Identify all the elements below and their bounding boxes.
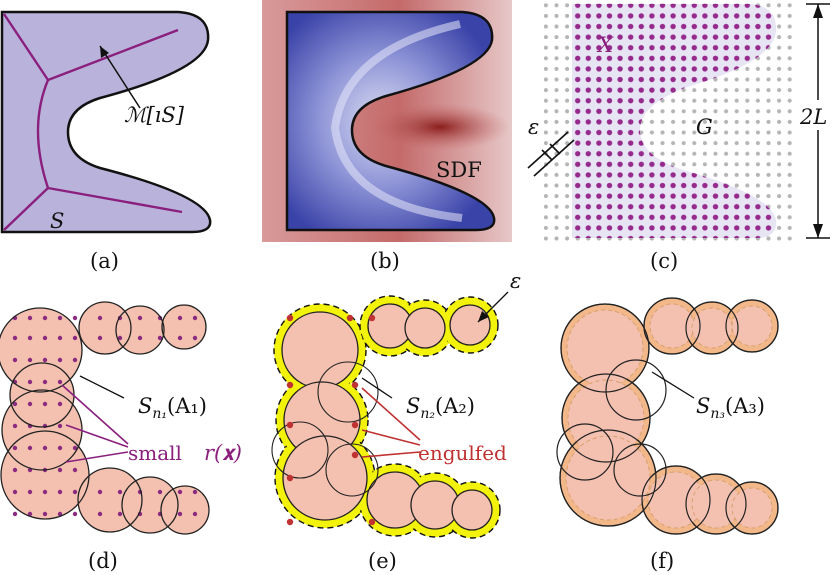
eps-label: ε [510,269,521,293]
panel-b: SDF (b) [262,0,512,273]
small-label: small [128,441,182,465]
caption-d: (d) [88,549,118,573]
spacing-label: ε [528,115,539,139]
engulfed-label: engulfed [418,441,507,465]
shape-s [0,10,212,234]
sdf-shape [285,10,496,232]
panel-c: X G ε 2L (c) [527,0,834,273]
axis-arrow [99,45,141,109]
engulfed-dots [286,314,376,526]
set-x-label: X [596,33,614,57]
panel-d: Sn₁(A₁) small r(𝐱) (d) [0,301,242,573]
size-label: 2L [799,105,827,129]
sdf-ridge [330,20,463,222]
caption-c: (c) [650,249,678,273]
caption-a: (a) [90,249,119,273]
shape-label-f: Sn₃(A₃) [696,394,765,422]
panel-f: Sn₃(A₃) (f) [556,297,779,573]
circle-union-e [281,303,493,531]
caption-b: (b) [370,249,400,273]
sdf-hotspot [370,103,510,151]
circle-overlaps-e [271,361,379,497]
caption-e: (e) [368,549,397,573]
circle-outlines-f [556,297,779,535]
spacing-marker [527,131,575,177]
engulfed-arrows [361,387,421,458]
small-r-arrows [61,384,129,463]
r-label: r(𝐱) [204,441,242,465]
axis-label: ℳ[ıS] [124,103,185,127]
shape-label-e: Sn₂(A₂) [406,394,475,422]
caption-f: (f) [650,549,674,573]
panel-a: ℳ[ıS] S (a) [0,10,212,273]
sdf-label: SDF [436,158,482,182]
grid-label: G [696,115,713,139]
circle-union-d [0,302,209,534]
panel-e: ε Sn₂(A₂) engulfed (e) [271,269,521,573]
inner-fill-f [565,303,773,529]
region-label: S [50,209,64,233]
shape-label-d: Sn₁(A₁) [138,394,207,422]
medial-axis [3,13,183,231]
dots-d [12,315,198,517]
